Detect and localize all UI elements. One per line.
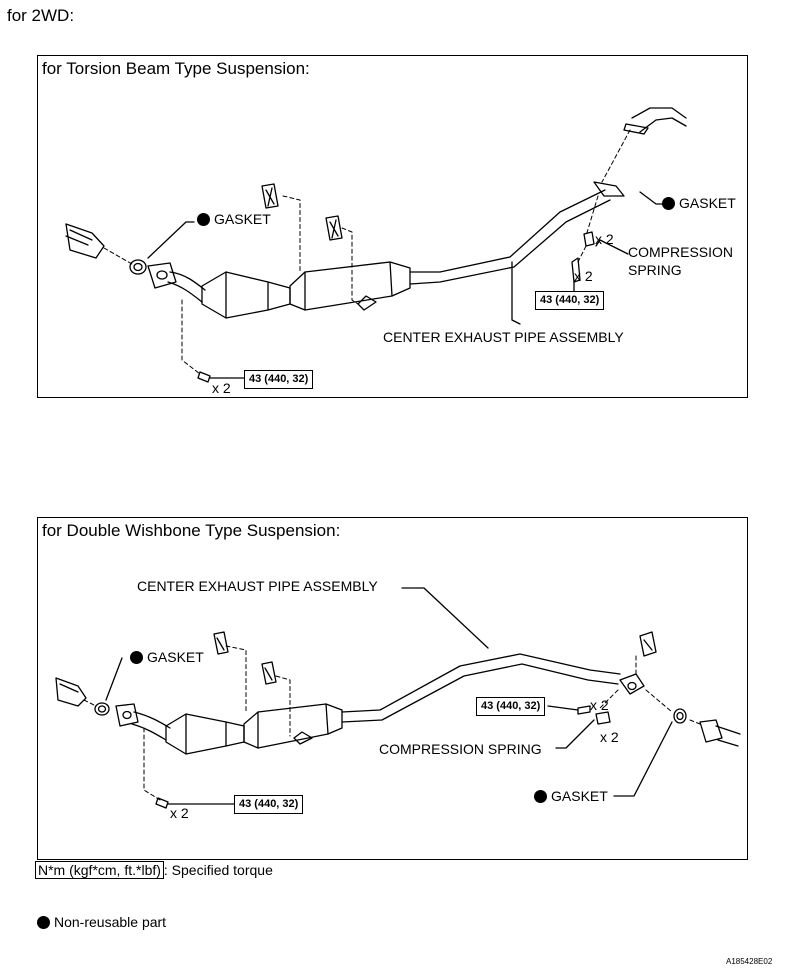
front-pipe-stub-icon	[65, 223, 105, 259]
hanger-icon	[639, 631, 657, 657]
torque-spec-box: 43 (440, 32)	[244, 370, 314, 389]
panel-double-wishbone: for Double Wishbone Type Suspension:	[37, 517, 748, 860]
panel-title: for Torsion Beam Type Suspension:	[42, 59, 310, 78]
non-reusable-dot-icon	[534, 790, 547, 803]
panel-title: for Double Wishbone Type Suspension:	[42, 521, 341, 540]
non-reusable-dot-icon	[130, 651, 143, 664]
gasket-ring-icon	[94, 702, 110, 716]
gasket-label-right: GASKET	[662, 195, 736, 211]
center-pipe-label: CENTER EXHAUST PIPE ASSEMBLY	[137, 578, 378, 594]
compression-spring-icon	[583, 231, 595, 247]
center-pipe-label: CENTER EXHAUST PIPE ASSEMBLY	[383, 329, 624, 345]
non-reusable-dot-icon	[37, 916, 50, 929]
non-reusable-dot-icon	[197, 213, 210, 226]
flange-icon	[115, 703, 139, 727]
hanger-icon	[325, 215, 343, 241]
torque-unit-text: : Specified torque	[163, 862, 273, 878]
rear-flange-icon	[593, 181, 625, 197]
sub-muffler-icon	[243, 703, 343, 749]
rear-flange-icon	[619, 673, 645, 695]
page-heading: for 2WD:	[7, 6, 75, 25]
torque-legend: N*m (kgf*cm, ft.*lbf): Specified torque	[35, 861, 273, 879]
torque-spec-box: 43 (440, 32)	[535, 291, 605, 310]
compression-spring-label-line1: COMPRESSION	[628, 244, 734, 260]
torque-spec-box: 43 (440, 32)	[234, 795, 304, 814]
gasket-label-left: GASKET	[197, 211, 271, 227]
spring-qty-label: x 2	[600, 729, 619, 745]
torque-spec-box: 43 (440, 32)	[476, 697, 546, 716]
hanger-icon	[213, 631, 229, 655]
bolt-icon	[577, 705, 591, 715]
tail-pipe-icon	[699, 719, 741, 747]
bolt-icon	[155, 797, 169, 809]
hanger-icon	[261, 661, 277, 685]
bolt-qty-label: x 2	[590, 697, 609, 713]
front-pipe-stub-icon	[55, 677, 87, 707]
spring-qty-label: x 2	[595, 231, 614, 247]
gasket-label-right: GASKET	[534, 788, 608, 804]
gasket-ring-icon	[673, 708, 687, 724]
torque-unit-box: N*m (kgf*cm, ft.*lbf)	[35, 861, 164, 879]
sub-muffler-icon	[289, 261, 411, 311]
compression-spring-icon	[595, 711, 611, 725]
gasket-ring-icon	[129, 259, 147, 275]
flange-icon	[147, 262, 177, 289]
bolt-icon	[197, 371, 211, 383]
non-reusable-legend: Non-reusable part	[37, 914, 166, 930]
tail-pipe-icon	[623, 107, 687, 135]
bolt-icon	[571, 257, 581, 283]
bottom-bolt-qty-label: x 2	[212, 380, 231, 396]
gasket-label-left: GASKET	[130, 649, 204, 665]
catalytic-converter-icon	[201, 271, 291, 319]
hanger-icon	[261, 183, 279, 209]
bolt-qty-label: x 2	[574, 268, 593, 284]
compression-spring-label: COMPRESSION SPRING	[379, 741, 542, 757]
panel-torsion-beam: for Torsion Beam Type Suspension:	[37, 55, 748, 398]
compression-spring-label-line2: SPRING	[628, 262, 682, 278]
figure-code: A185428E02	[726, 957, 773, 966]
bottom-bolt-qty-label: x 2	[170, 805, 189, 821]
non-reusable-dot-icon	[662, 197, 675, 210]
